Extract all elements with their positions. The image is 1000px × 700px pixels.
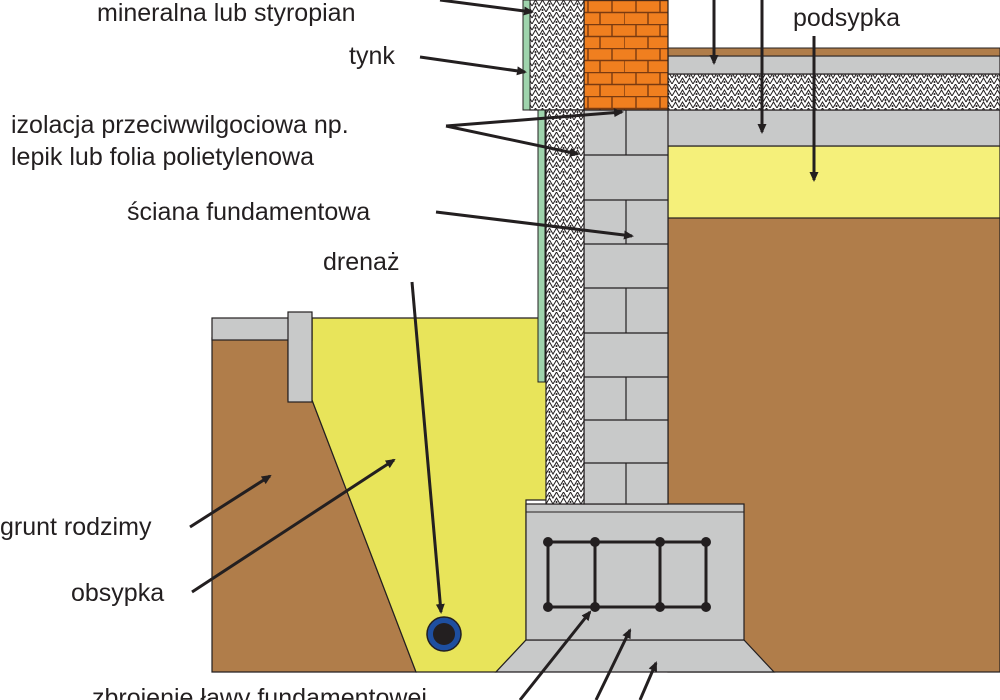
label-insulation: mineralna lub styropian bbox=[97, 0, 355, 27]
label-native-soil: grunt rodzimy bbox=[0, 513, 152, 541]
arrow-insulation bbox=[439, 0, 534, 16]
arrow-damp-proof-2 bbox=[445, 124, 580, 157]
arrow-footing bbox=[594, 628, 632, 700]
footing-reinforcement-cage bbox=[546, 540, 708, 609]
curb-stone bbox=[287, 311, 313, 403]
floor-screed bbox=[667, 55, 1000, 75]
foundation-footing bbox=[525, 503, 745, 641]
label-damp-proof-line2: lepik lub folia polietylenowa bbox=[11, 143, 314, 171]
arrow-foundation-wall bbox=[435, 210, 634, 240]
arrow-native-soil bbox=[189, 474, 272, 529]
arrow-backfill bbox=[191, 458, 396, 594]
label-damp-proof-line1: izolacja przeciwwilgociowa np. bbox=[11, 111, 349, 139]
damp-proof-membrane bbox=[537, 109, 546, 383]
plaster-layer bbox=[522, 0, 531, 111]
arrow-reinforcement bbox=[518, 610, 592, 700]
arrow-drainage bbox=[410, 281, 445, 614]
arrow-lean-concrete bbox=[638, 661, 658, 700]
rebar-dots bbox=[543, 537, 711, 612]
drain-pipe bbox=[426, 616, 462, 652]
label-foundation-wall: ściana fundamentowa bbox=[127, 198, 370, 226]
interior-sand-sub-base bbox=[667, 145, 1000, 219]
floor-thermal-insulation bbox=[667, 73, 1000, 111]
footing-lean-concrete bbox=[494, 639, 776, 673]
leader-arrows bbox=[189, 0, 819, 700]
label-backfill: obsypka bbox=[71, 579, 164, 607]
label-plaster: tynk bbox=[349, 42, 395, 70]
label-drainage: drenaż bbox=[323, 248, 399, 276]
label-footing-reinforcement: zbrojenie ławy fundamentowej bbox=[92, 684, 427, 700]
arrow-plaster bbox=[419, 55, 527, 76]
label-sub-base: podsypka bbox=[793, 4, 900, 32]
foundation-wall-blocks bbox=[583, 109, 669, 505]
floor-finish bbox=[667, 47, 1000, 57]
arrow-damp-proof-1 bbox=[445, 108, 624, 128]
foundation-thermal-insulation bbox=[545, 109, 585, 505]
brick-wall bbox=[583, 0, 669, 111]
wall-thermal-insulation-upper bbox=[529, 0, 585, 111]
